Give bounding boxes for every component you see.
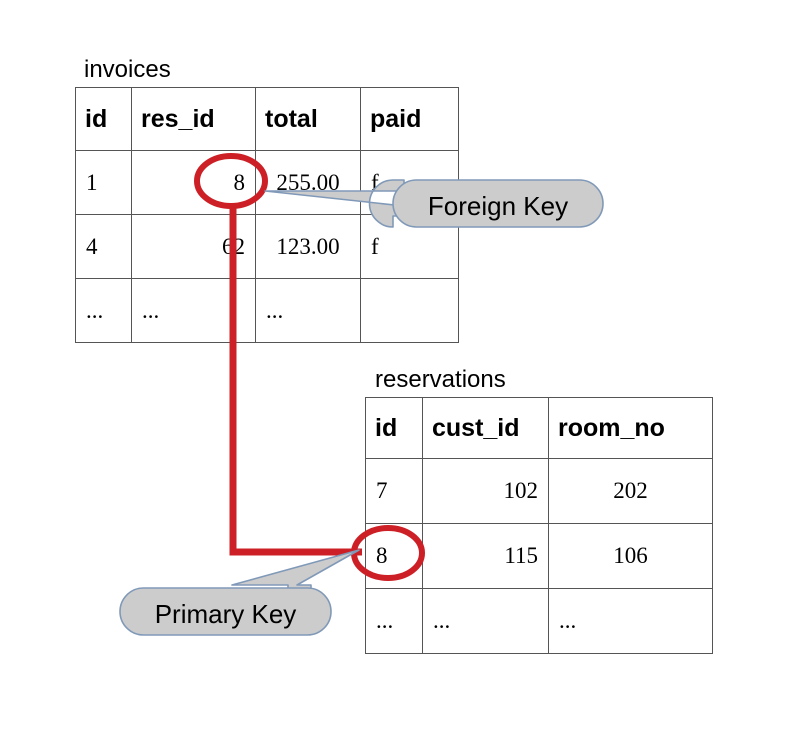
- cell-invoices-total: 123.00: [255, 214, 361, 279]
- table-header-row: id res_id total paid: [75, 87, 459, 151]
- cell-invoices-paid: [360, 278, 459, 343]
- column-header-invoices-total: total: [255, 87, 361, 151]
- column-header-invoices-paid: paid: [360, 87, 459, 151]
- cell-invoices-total: 255.00: [255, 150, 361, 215]
- table-header-row: id cust_id room_no: [365, 397, 713, 459]
- cell-invoices-res-id: ...: [131, 278, 256, 343]
- table-title-invoices: invoices: [84, 56, 171, 83]
- table-reservations: id cust_id room_no 7 102 202 8 115 106 .…: [365, 397, 713, 654]
- foreign-key-callout-label: Foreign Key: [427, 191, 569, 221]
- table-row: ... ... ...: [75, 278, 459, 343]
- cell-invoices-id: ...: [75, 278, 132, 343]
- table-title-reservations: reservations: [375, 366, 506, 393]
- cell-reservations-cust-id: 115: [422, 523, 549, 589]
- cell-invoices-res-id: 62: [131, 214, 256, 279]
- table-invoices: id res_id total paid 1 8 255.00 f 4 62 1…: [75, 87, 459, 343]
- column-header-invoices-id: id: [75, 87, 132, 151]
- cell-invoices-total: ...: [255, 278, 361, 343]
- cell-reservations-id: ...: [365, 588, 423, 654]
- cell-reservations-cust-id: 102: [422, 458, 549, 524]
- cell-reservations-room-no: 202: [548, 458, 713, 524]
- column-header-reservations-cust-id: cust_id: [422, 397, 549, 459]
- primary-key-callout-tail: [231, 549, 360, 601]
- cell-invoices-paid: f: [360, 214, 459, 279]
- table-row: ... ... ...: [365, 588, 713, 654]
- table-row: 4 62 123.00 f: [75, 214, 459, 279]
- column-header-reservations-id: id: [365, 397, 423, 459]
- column-header-reservations-room-no: room_no: [548, 397, 713, 459]
- cell-reservations-room-no: 106: [548, 523, 713, 589]
- primary-key-callout-label: Primary Key: [154, 599, 297, 629]
- table-row: 7 102 202: [365, 458, 713, 524]
- cell-reservations-room-no: ...: [548, 588, 713, 654]
- cell-reservations-cust-id: ...: [422, 588, 549, 654]
- cell-invoices-res-id: 8: [131, 150, 256, 215]
- cell-invoices-id: 1: [75, 150, 132, 215]
- column-header-invoices-res-id: res_id: [131, 87, 256, 151]
- table-row: 8 115 106: [365, 523, 713, 589]
- cell-reservations-id: 8: [365, 523, 423, 589]
- cell-reservations-id: 7: [365, 458, 423, 524]
- cell-invoices-id: 4: [75, 214, 132, 279]
